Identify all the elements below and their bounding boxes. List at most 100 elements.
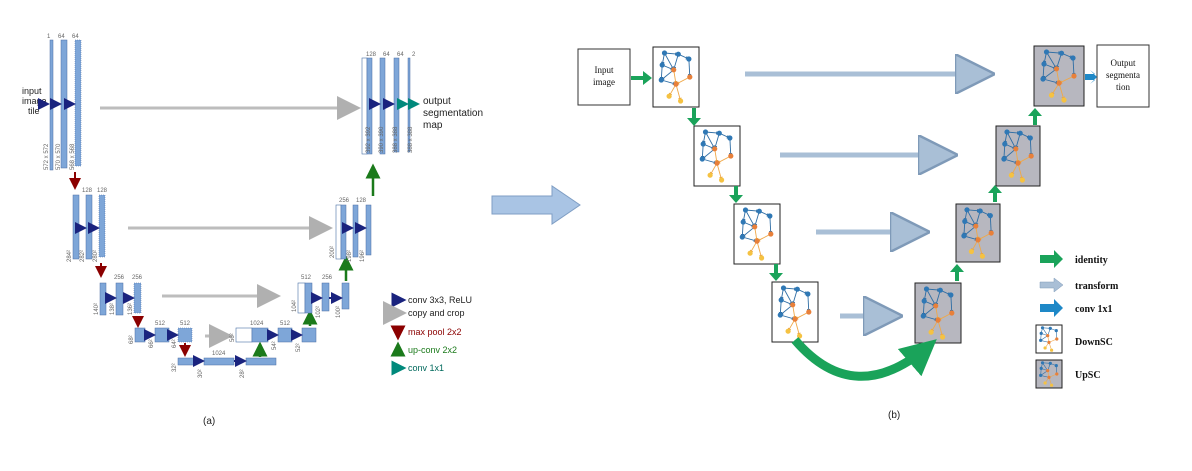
l3-block-1 bbox=[99, 282, 107, 316]
cell-edge bbox=[806, 293, 811, 313]
cell-node bbox=[752, 224, 758, 230]
output-seg-label-1: Output bbox=[1110, 58, 1136, 68]
cell-node bbox=[785, 328, 791, 334]
cell-node bbox=[1040, 76, 1046, 82]
cell-node bbox=[1046, 369, 1050, 373]
u4-size-2: 54² bbox=[272, 341, 278, 350]
cell-node bbox=[700, 141, 706, 147]
up-cell-2 bbox=[995, 125, 1041, 187]
cell-edge bbox=[1014, 133, 1021, 150]
cell-edge bbox=[675, 84, 682, 102]
l5-size-3: 28² bbox=[240, 369, 246, 378]
cell-node bbox=[1043, 49, 1050, 55]
cell-edge bbox=[753, 211, 760, 228]
cell-node bbox=[977, 208, 983, 214]
cell-node bbox=[714, 160, 720, 166]
l3-size-1: 140² bbox=[94, 303, 100, 315]
down-cell-1 bbox=[652, 46, 700, 108]
cell-edge bbox=[1055, 53, 1062, 70]
cell-edge bbox=[660, 69, 674, 81]
cell-node bbox=[1048, 361, 1052, 365]
cell-node bbox=[1041, 61, 1047, 67]
down-cell-2 bbox=[693, 125, 741, 187]
u2-size-2: 198² bbox=[347, 250, 353, 262]
l3-size-2: 138² bbox=[110, 303, 116, 315]
u1-size-2: 390 x 390 bbox=[379, 126, 385, 153]
u3-block-up bbox=[304, 282, 313, 314]
u1-size-3: 388 x 388 bbox=[393, 126, 399, 153]
legend-b: identity transform conv 1x1 DownSC UpSC bbox=[1039, 250, 1119, 381]
identity-arrow-down-3 bbox=[769, 264, 783, 281]
cell-edge bbox=[716, 163, 723, 181]
cell-node bbox=[792, 316, 798, 322]
cell-node bbox=[1056, 80, 1062, 86]
cell-node bbox=[754, 238, 760, 244]
cell-node bbox=[928, 329, 934, 335]
cell-node bbox=[979, 253, 986, 259]
cell-edge bbox=[1072, 57, 1076, 77]
cell-node bbox=[1050, 348, 1054, 352]
u3-ch-2: 256 bbox=[322, 275, 333, 281]
output-seg-box bbox=[1096, 44, 1150, 108]
cell-node bbox=[759, 255, 765, 261]
cell-node bbox=[767, 213, 773, 219]
cell-node bbox=[1070, 55, 1076, 61]
legend-conv1x1-b-arrow bbox=[1040, 299, 1063, 317]
cell-edge bbox=[756, 241, 763, 259]
l2-ch-2: 128 bbox=[97, 188, 108, 194]
cell-node bbox=[780, 285, 787, 291]
cell-node bbox=[1039, 373, 1043, 377]
up-cell-4 bbox=[914, 282, 962, 344]
u1-ch-4: 2 bbox=[412, 52, 416, 58]
cell-edge bbox=[934, 290, 941, 307]
cell-edge bbox=[791, 289, 798, 306]
legend-downsc-cell bbox=[1035, 324, 1063, 354]
cell-node bbox=[1040, 361, 1045, 365]
cell-node bbox=[1053, 66, 1060, 72]
u1-ch-1: 128 bbox=[366, 52, 377, 58]
cell-node bbox=[975, 237, 981, 243]
cell-node bbox=[935, 317, 941, 323]
cell-node bbox=[805, 291, 811, 297]
cell-edge bbox=[768, 215, 773, 235]
cell-edge bbox=[794, 319, 801, 337]
legend-a: conv 3x3, ReLU copy and crop max pool 2x… bbox=[383, 292, 472, 376]
sc-unet-diagram: Input image Output segmenta tion identi bbox=[577, 44, 1150, 421]
u2-ch-2: 128 bbox=[356, 198, 367, 204]
u4-block-2 bbox=[277, 327, 293, 343]
cell-edge bbox=[949, 294, 954, 314]
cell-node bbox=[768, 231, 774, 237]
cell-edge bbox=[1029, 137, 1033, 157]
caption-a: (a) bbox=[203, 416, 215, 427]
cell-node bbox=[671, 67, 677, 73]
l1-size-1: 572 x 572 bbox=[44, 143, 50, 170]
u1-size-4: 388 x 388 bbox=[408, 126, 414, 153]
cell-node bbox=[742, 207, 749, 213]
cell-node bbox=[1039, 331, 1043, 335]
l1-ch-3: 64 bbox=[72, 34, 79, 40]
l5-size-2: 30² bbox=[198, 369, 204, 378]
cell-node bbox=[1043, 346, 1047, 350]
input-image-label-2: image bbox=[593, 77, 615, 87]
cell-edge bbox=[1042, 68, 1057, 80]
cell-node bbox=[920, 313, 926, 319]
u3-block-copy bbox=[297, 282, 306, 314]
identity-arrow-up-3 bbox=[1028, 108, 1042, 125]
legend-upsc-label: UpSC bbox=[1075, 370, 1101, 381]
legend-upsc-cell bbox=[1035, 359, 1063, 389]
l4-size-3: 64² bbox=[172, 339, 178, 348]
u1-ch-2: 64 bbox=[383, 52, 390, 58]
cell-node bbox=[1017, 130, 1023, 136]
legend-conv1x1-b-label: conv 1x1 bbox=[1075, 304, 1113, 315]
input-image-box bbox=[577, 48, 631, 106]
cell-node bbox=[740, 219, 746, 225]
up-cell-3 bbox=[955, 203, 1001, 263]
u3-size-1: 104² bbox=[292, 300, 298, 312]
output-label-line3: map bbox=[423, 120, 443, 131]
sc-cells bbox=[652, 45, 1085, 389]
legend-conv-label: conv 3x3, ReLU bbox=[408, 295, 472, 305]
cell-node bbox=[687, 74, 693, 80]
l1-ch-2: 64 bbox=[58, 34, 65, 40]
